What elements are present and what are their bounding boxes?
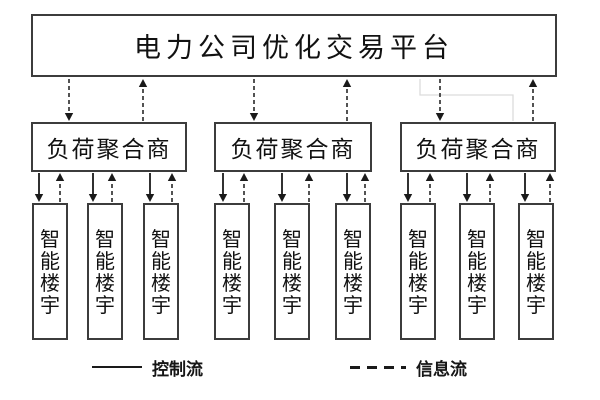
information-flow-arrow-up [239, 173, 249, 202]
legend-information-flow: 信息流 [350, 356, 467, 380]
information-flow-arrow-up [360, 173, 370, 202]
building-node-8: 智能楼宇 [459, 203, 495, 340]
dashed-line-swatch [350, 365, 406, 369]
building-node-9: 智能楼宇 [518, 203, 554, 340]
solid-line-swatch [92, 366, 142, 368]
building-label: 智能楼宇 [40, 226, 60, 317]
information-flow-arrow-up [304, 173, 314, 202]
building-node-4: 智能楼宇 [214, 203, 250, 340]
control-flow-arrow-down [520, 173, 530, 202]
building-label: 智能楼宇 [282, 226, 302, 317]
building-node-3: 智能楼宇 [143, 203, 179, 340]
information-flow-arrow-up [545, 173, 555, 202]
building-node-7: 智能楼宇 [400, 203, 436, 340]
building-node-5: 智能楼宇 [274, 203, 310, 340]
information-flow-arrow-up [342, 79, 352, 121]
information-flow-arrow-up [107, 173, 117, 202]
building-label: 智能楼宇 [151, 226, 171, 317]
information-flow-arrow-down [64, 79, 74, 121]
aggregator-label: 负荷聚合商 [46, 137, 172, 163]
information-flow-arrow-down [435, 79, 445, 121]
building-node-2: 智能楼宇 [87, 203, 123, 340]
building-label: 智能楼宇 [222, 226, 242, 317]
control-flow-arrow-down [277, 173, 287, 202]
information-flow-arrow-up [528, 79, 538, 121]
control-flow-arrow-down [403, 173, 413, 202]
aggregator-label: 负荷聚合商 [230, 137, 356, 163]
control-flow-arrow-down [145, 173, 155, 202]
information-flow-arrow-up [55, 173, 65, 202]
platform-node: 电力公司优化交易平台 [31, 14, 557, 77]
building-label: 智能楼宇 [95, 226, 115, 317]
building-label: 智能楼宇 [343, 226, 363, 317]
legend-information-label: 信息流 [416, 359, 467, 380]
information-flow-arrow-up [425, 173, 435, 202]
artifact-line [419, 79, 514, 121]
aggregator-node-3: 负荷聚合商 [400, 122, 556, 172]
legend-control-label: 控制流 [152, 359, 203, 380]
information-flow-arrow-up [167, 173, 177, 202]
information-flow-arrow-down [249, 79, 259, 121]
legend-control-flow: 控制流 [92, 356, 203, 380]
aggregator-node-1: 负荷聚合商 [31, 122, 187, 172]
information-flow-arrow-up [138, 79, 148, 121]
control-flow-arrow-down [342, 173, 352, 202]
building-node-6: 智能楼宇 [335, 203, 371, 340]
building-label: 智能楼宇 [408, 226, 428, 317]
control-flow-arrow-down [88, 173, 98, 202]
control-flow-arrow-down [462, 173, 472, 202]
aggregator-label: 负荷聚合商 [415, 137, 541, 163]
platform-label: 电力公司优化交易平台 [134, 33, 454, 64]
information-flow-arrow-up [485, 173, 495, 202]
control-flow-arrow-down [34, 173, 44, 202]
building-label: 智能楼宇 [467, 226, 487, 317]
control-flow-arrow-down [218, 173, 228, 202]
aggregator-node-2: 负荷聚合商 [214, 122, 372, 172]
building-label: 智能楼宇 [526, 226, 546, 317]
building-node-1: 智能楼宇 [32, 203, 68, 340]
